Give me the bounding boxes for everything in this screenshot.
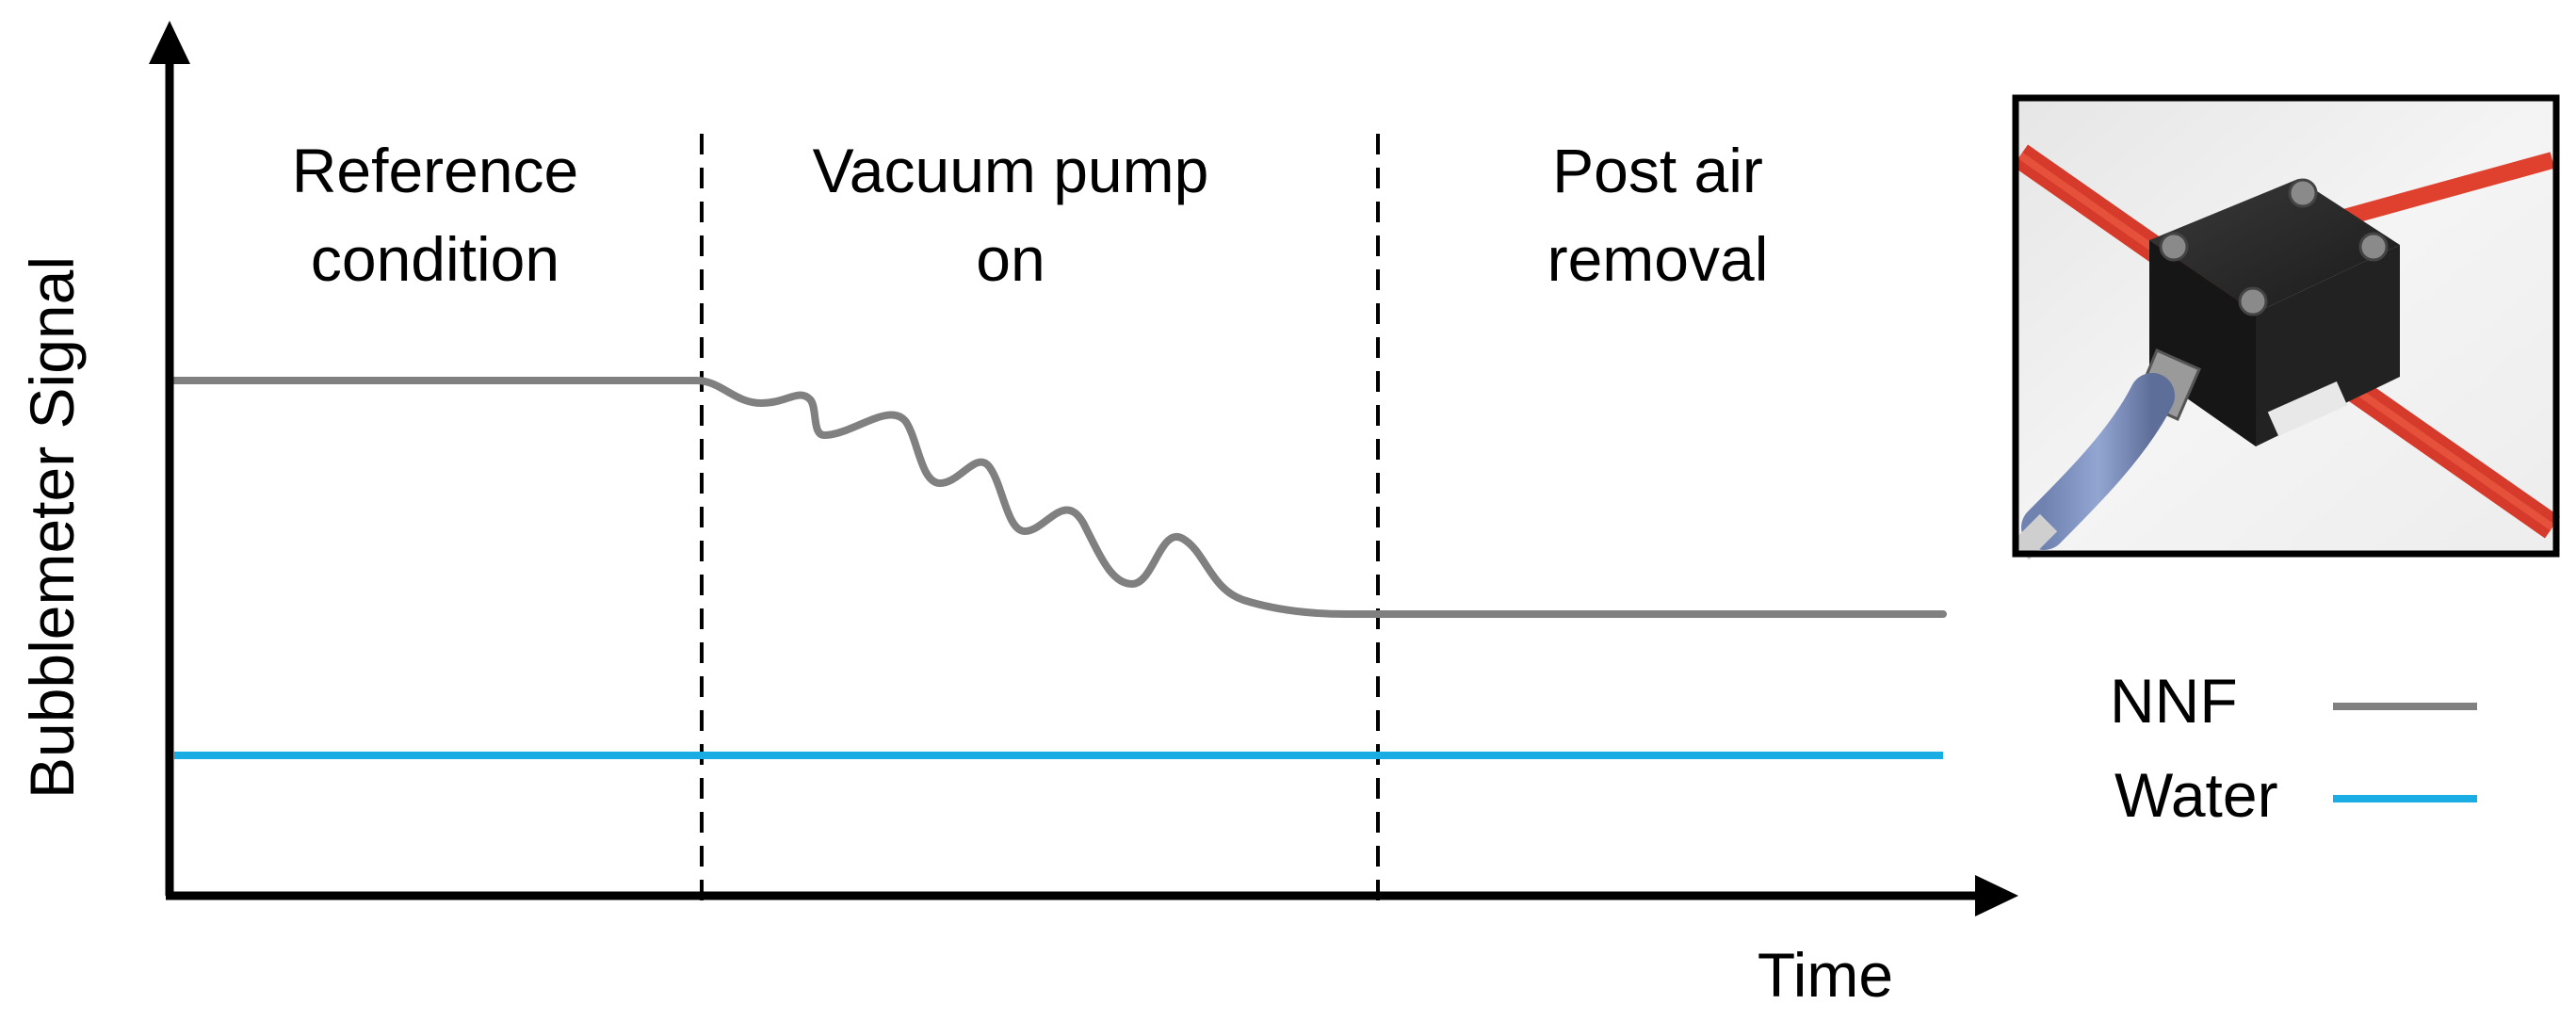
y-axis-label: Bubblemeter Signal: [17, 256, 87, 799]
photo-frame: [2012, 94, 2560, 558]
x-axis-label: Time: [1758, 940, 1893, 1010]
legend-label-water: Water: [2114, 760, 2278, 830]
phase-label-post-line2: removal: [1547, 224, 1769, 294]
phase-label-reference-line1: Reference: [292, 136, 579, 205]
bubble-sensor-photo: [2011, 94, 2561, 560]
legend-label-nnf: NNF: [2110, 666, 2238, 736]
phase-label-vacuum-line2: on: [976, 224, 1045, 294]
nnf-signal-curve: [170, 377, 1947, 618]
phase-label-post-line1: Post air: [1552, 136, 1763, 205]
phase-label-reference-line2: condition: [311, 224, 559, 294]
y-axis-arrowhead: [149, 21, 190, 64]
x-axis-arrowhead: [1975, 875, 2018, 916]
phase-label-vacuum-line1: Vacuum pump: [813, 136, 1209, 205]
legend: NNF Water: [2110, 666, 2477, 830]
